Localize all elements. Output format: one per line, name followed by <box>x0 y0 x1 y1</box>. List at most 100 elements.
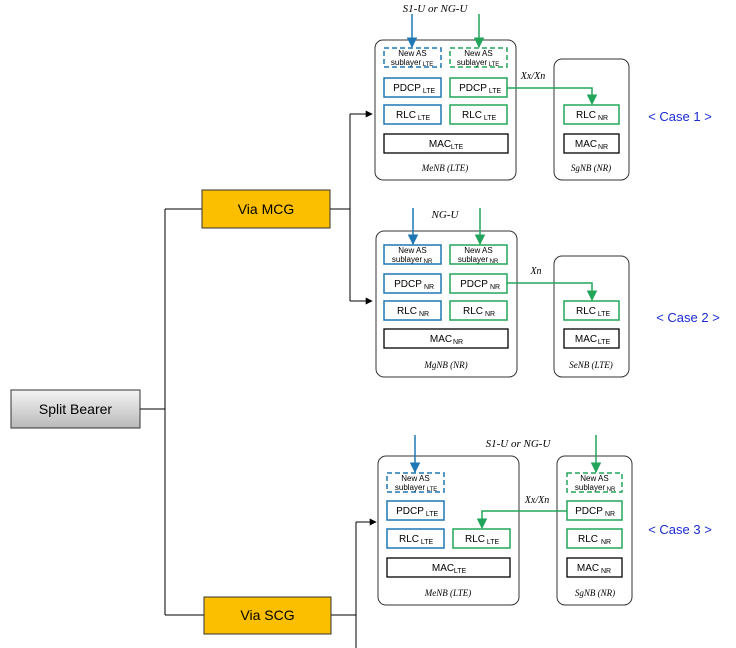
svg-text:PDCP: PDCP <box>459 83 487 94</box>
svg-text:New AS: New AS <box>401 474 429 483</box>
svg-text:MAC: MAC <box>432 563 454 574</box>
svg-text:New AS: New AS <box>464 49 492 58</box>
svg-text:RLC: RLC <box>396 110 416 121</box>
svg-text:NR: NR <box>485 311 495 318</box>
svg-text:sublayer: sublayer <box>392 255 423 264</box>
svg-text:NR: NR <box>419 311 429 318</box>
svg-text:RLC: RLC <box>465 534 485 545</box>
split-bearer-node: Split Bearer <box>10 389 141 429</box>
svg-text:NR: NR <box>424 284 434 291</box>
case-1-right-rlc <box>449 104 508 125</box>
svg-text:New AS: New AS <box>464 246 492 255</box>
svg-text:New AS: New AS <box>398 246 426 255</box>
svg-text:LTE: LTE <box>427 487 438 493</box>
svg-text:LTE: LTE <box>487 539 500 546</box>
case-2-mac <box>383 328 509 349</box>
case-2-interface-label: NG-U <box>431 209 460 221</box>
case-2-link-label: Xn <box>529 266 541 277</box>
case-2-master-name: MgNB (NR) <box>423 360 467 370</box>
via-mcg-node: Via MCG <box>201 189 331 229</box>
svg-text:NR: NR <box>490 259 499 265</box>
svg-text:MAC: MAC <box>575 334 597 345</box>
case-1-secondary-name: SgNB (NR) <box>571 163 611 173</box>
svg-text:LTE: LTE <box>454 568 467 575</box>
case-1-interface-label: S1-U or NG-U <box>403 3 469 15</box>
case-2-left-rlc <box>383 300 442 321</box>
svg-text:RLC: RLC <box>578 534 598 545</box>
via-mcg-label: Via MCG <box>238 201 295 217</box>
svg-text:MAC: MAC <box>575 139 597 150</box>
svg-text:RLC: RLC <box>462 110 482 121</box>
svg-text:NR: NR <box>424 259 433 265</box>
case-3-secondary-mac <box>566 557 623 578</box>
svg-text:LTE: LTE <box>489 62 500 68</box>
case-1-master-name: MeNB (LTE) <box>421 163 469 173</box>
svg-text:MAC: MAC <box>577 563 599 574</box>
case-1-secondary-node <box>553 58 630 181</box>
svg-text:LTE: LTE <box>423 88 436 95</box>
svg-text:NR: NR <box>453 339 463 346</box>
case-3-link-label: Xx/Xn <box>524 495 549 506</box>
svg-text:sublayer: sublayer <box>391 58 422 67</box>
svg-text:LTE: LTE <box>451 144 464 151</box>
svg-text:NR: NR <box>601 539 611 546</box>
svg-text:RLC: RLC <box>397 306 417 317</box>
svg-text:New AS: New AS <box>580 474 608 483</box>
case-2-secondary-node <box>553 255 630 378</box>
case-1-left-rlc <box>383 104 442 125</box>
case-3-master-name: MeNB (LTE) <box>424 588 472 598</box>
case-1-label: < Case 1 > <box>648 109 712 124</box>
case-2-right-rlc <box>449 300 508 321</box>
case-1-mac <box>383 133 509 154</box>
svg-text:LTE: LTE <box>598 339 611 346</box>
svg-text:LTE: LTE <box>423 62 434 68</box>
svg-text:sublayer: sublayer <box>458 255 489 264</box>
svg-text:LTE: LTE <box>598 311 611 318</box>
svg-text:RLC: RLC <box>399 534 419 545</box>
via-scg-label: Via SCG <box>240 607 294 623</box>
case-1-master-node <box>374 39 517 181</box>
case-1-secondary-mac <box>563 133 620 154</box>
case-3-secondary-rlc <box>566 528 623 549</box>
case-3-mac <box>386 557 511 578</box>
via-scg-node: Via SCG <box>203 596 332 635</box>
case-3-secondary-name: SgNB (NR) <box>575 588 615 598</box>
svg-text:NR: NR <box>490 284 500 291</box>
svg-text:LTE: LTE <box>418 115 431 122</box>
case-2-label: < Case 2 > <box>656 310 720 325</box>
svg-text:RLC: RLC <box>576 306 596 317</box>
svg-text:NR: NR <box>598 115 608 122</box>
svg-text:RLC: RLC <box>463 306 483 317</box>
case-2-left-pdcp <box>383 273 442 294</box>
case-3-secondary-node <box>556 455 633 606</box>
svg-text:LTE: LTE <box>489 88 502 95</box>
svg-text:sublayer: sublayer <box>457 58 488 67</box>
svg-text:sublayer: sublayer <box>575 483 606 492</box>
case-3-interface-label: S1-U or NG-U <box>486 438 552 450</box>
svg-text:NR: NR <box>607 487 616 493</box>
case-2: NG-U Xn < Case 2 > MgNB (NR) New AS subl… <box>375 208 720 378</box>
case-3: S1-U or NG-U Xx/Xn < Case 3 > MeNB (LTE)… <box>377 435 712 606</box>
svg-text:NR: NR <box>598 144 608 151</box>
svg-text:LTE: LTE <box>421 539 434 546</box>
case-1-link-label: Xx/Xn <box>520 71 545 82</box>
case-3-master-pdcp <box>386 500 445 521</box>
case-3-master-node <box>377 455 520 606</box>
svg-text:NR: NR <box>605 511 615 518</box>
svg-text:LTE: LTE <box>426 511 439 518</box>
svg-text:NR: NR <box>601 568 611 575</box>
svg-text:MAC: MAC <box>430 334 452 345</box>
case-3-master-rlc <box>386 528 445 549</box>
svg-text:PDCP: PDCP <box>575 506 603 517</box>
svg-text:PDCP: PDCP <box>396 506 424 517</box>
case-3-label: < Case 3 > <box>648 522 712 537</box>
svg-text:MAC: MAC <box>429 139 451 150</box>
case-1-left-pdcp <box>383 77 442 98</box>
svg-text:New AS: New AS <box>398 49 426 58</box>
case-2-master-node <box>375 230 518 378</box>
svg-text:sublayer: sublayer <box>395 483 426 492</box>
case-1: S1-U or NG-U Xx/Xn < Case 1 > MeNB (LTE)… <box>374 3 712 181</box>
tree-connectors <box>140 110 377 648</box>
svg-text:PDCP: PDCP <box>394 279 422 290</box>
